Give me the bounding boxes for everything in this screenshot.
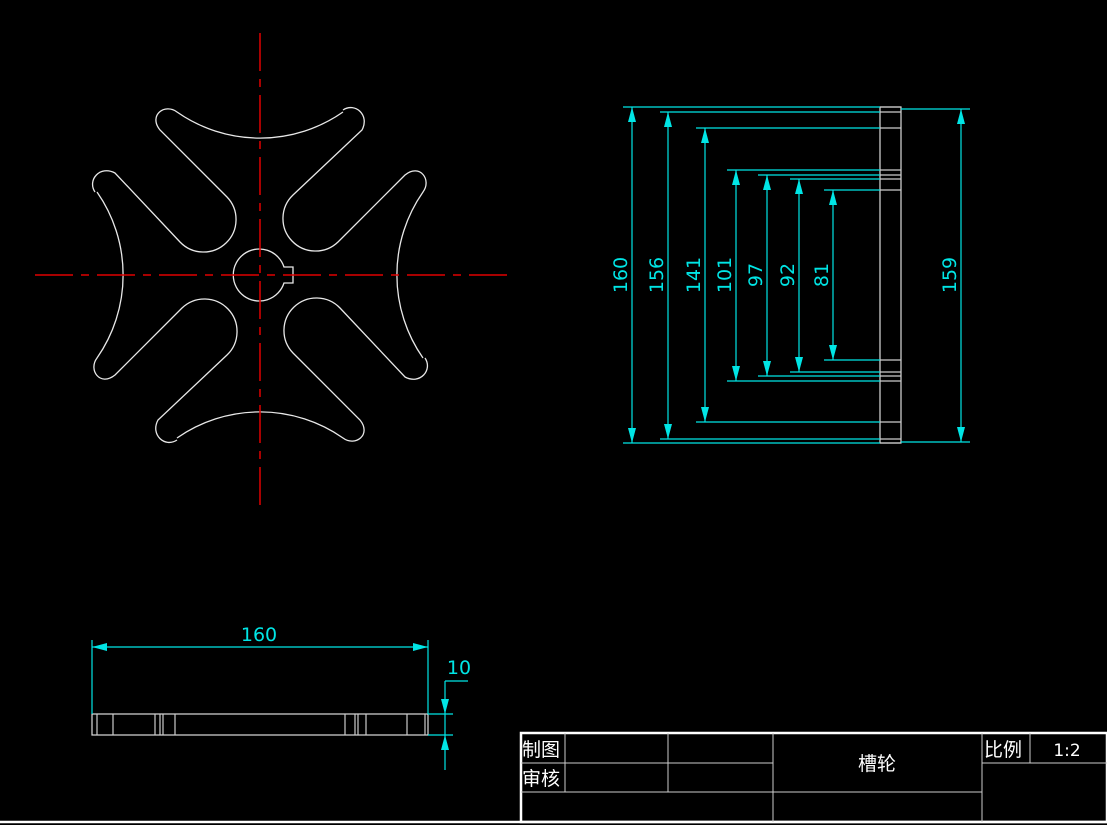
checked-by-label: 审核 <box>522 768 560 790</box>
wheel-quadrant-outline <box>282 106 427 359</box>
dimension-arrowhead <box>441 735 449 750</box>
plate-outline <box>879 106 902 444</box>
dim-thickness-10: 10 <box>447 657 471 679</box>
dim-92: 92 <box>777 263 799 287</box>
dimension-arrowhead <box>92 643 107 651</box>
dim-97: 97 <box>745 263 767 287</box>
dimension-arrowhead <box>413 643 428 651</box>
dimension-arrowhead <box>829 190 837 205</box>
dim-141: 141 <box>683 257 705 293</box>
centerlines <box>35 33 513 508</box>
side-view-dimension-labels: 160 156 141 101 97 92 81 159 <box>610 257 961 293</box>
dimension-arrowhead <box>795 357 803 372</box>
dim-101: 101 <box>714 257 736 293</box>
dimension-arrowhead <box>957 427 965 442</box>
dim-156: 156 <box>646 257 668 293</box>
dimension-arrowhead <box>628 107 636 122</box>
front-view <box>91 106 429 444</box>
dimension-arrowhead <box>763 175 771 190</box>
title-block <box>0 731 1107 824</box>
dimension-arrowhead <box>701 128 709 143</box>
dimension-arrowhead <box>829 345 837 360</box>
dimension-arrowhead <box>664 112 672 127</box>
dim-160: 160 <box>610 257 632 293</box>
dimension-arrowhead <box>957 109 965 124</box>
scale-value: 1:2 <box>1053 741 1080 761</box>
dim-159: 159 <box>939 257 961 293</box>
part-name: 槽轮 <box>858 753 896 775</box>
dimension-arrowhead <box>628 428 636 443</box>
drawn-by-label: 制图 <box>522 739 560 761</box>
side-view <box>623 106 970 444</box>
bottom-view <box>91 640 468 770</box>
scale-label: 比例 <box>984 739 1022 761</box>
dimension-arrowhead <box>664 424 672 439</box>
hub-bore-with-keyway <box>232 248 294 302</box>
dimension-arrowhead <box>441 699 449 714</box>
dimension-arrowhead <box>763 361 771 376</box>
dim-81: 81 <box>811 263 833 287</box>
plate-edge-outline <box>91 713 429 736</box>
dimension-arrowhead <box>701 407 709 422</box>
dimension-arrowhead <box>732 366 740 381</box>
dimension-arrowhead <box>732 170 740 185</box>
dim-width-160: 160 <box>241 624 277 646</box>
dimension-arrowhead <box>795 179 803 194</box>
